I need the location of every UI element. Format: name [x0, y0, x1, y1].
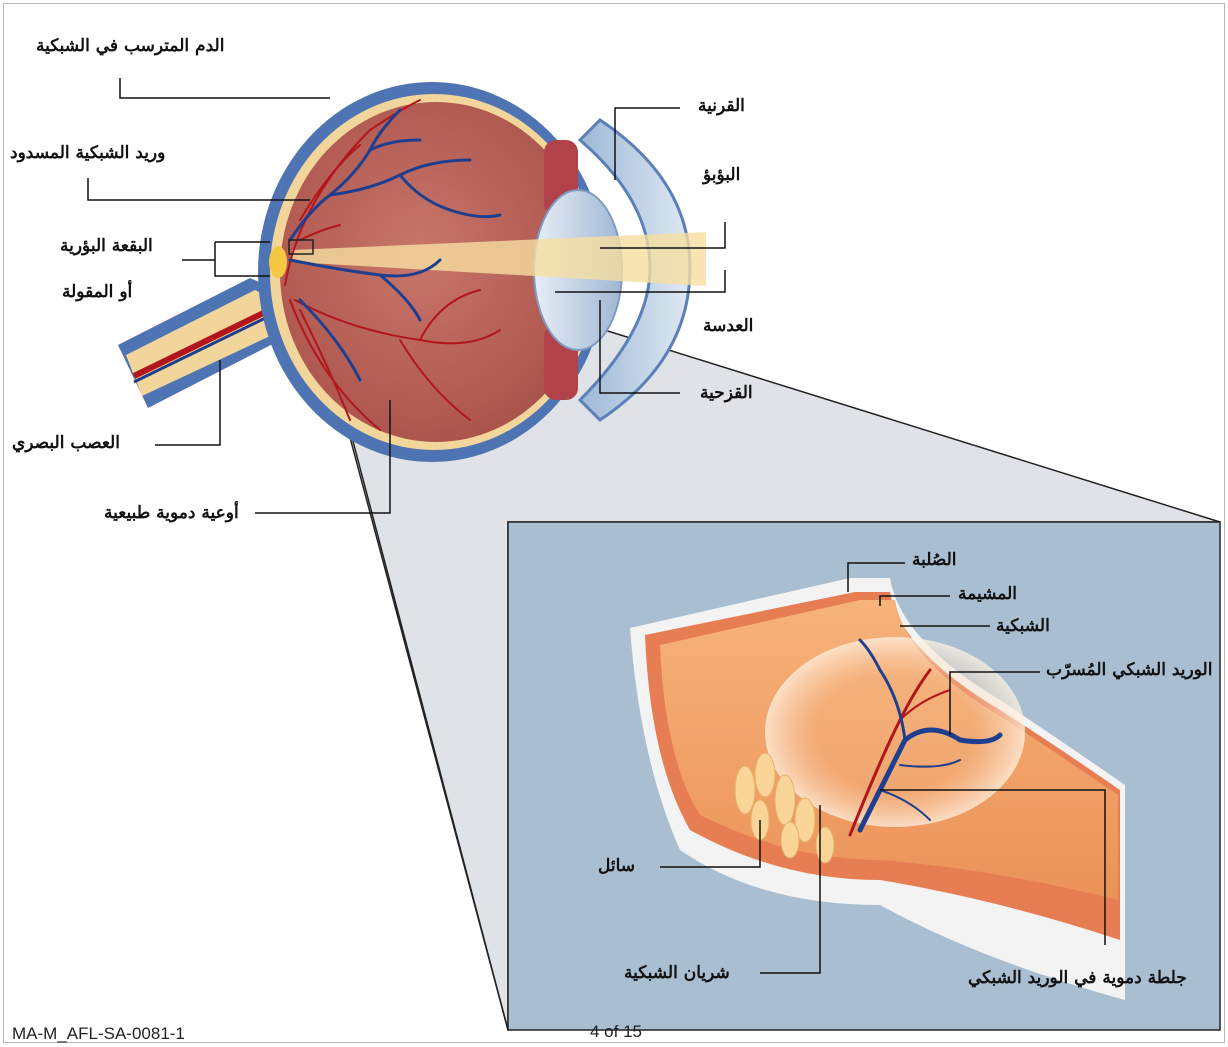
label-lens: العدسة: [703, 316, 753, 336]
label-choroid: المشيمة: [958, 584, 1017, 604]
label-retinal-hemorrhage: الدم المترسب في الشبكية: [36, 36, 224, 56]
label-sclera: الصُلبة: [912, 550, 957, 570]
label-clot: جلطة دموية في الوريد الشبكي: [968, 968, 1187, 988]
label-fluid: سائل: [598, 856, 635, 876]
page-number: 4 of 15: [590, 1022, 642, 1042]
label-retinal-artery: شريان الشبكية: [624, 963, 730, 983]
macula: [269, 246, 287, 278]
inset-panel: [508, 522, 1220, 1030]
label-retina: الشبكية: [996, 616, 1050, 636]
document-code: MA-M_AFL-SA-0081-1: [12, 1024, 185, 1044]
label-pupil: البؤبؤ: [703, 165, 740, 185]
label-blocked-vein: وريد الشبكية المسدود: [10, 143, 165, 163]
label-cornea: القرنية: [698, 96, 745, 116]
label-normal-vessels: أوعية دموية طبيعية: [104, 503, 239, 523]
label-optic-nerve: العصب البصري: [12, 433, 120, 453]
label-leaking-vein: الوريد الشبكي المُسرّب: [1046, 660, 1212, 680]
label-macula-line1: البقعة البؤرية: [60, 236, 153, 256]
label-macula-line2: أو المقولة: [62, 282, 132, 302]
label-iris: القزحية: [700, 383, 753, 403]
